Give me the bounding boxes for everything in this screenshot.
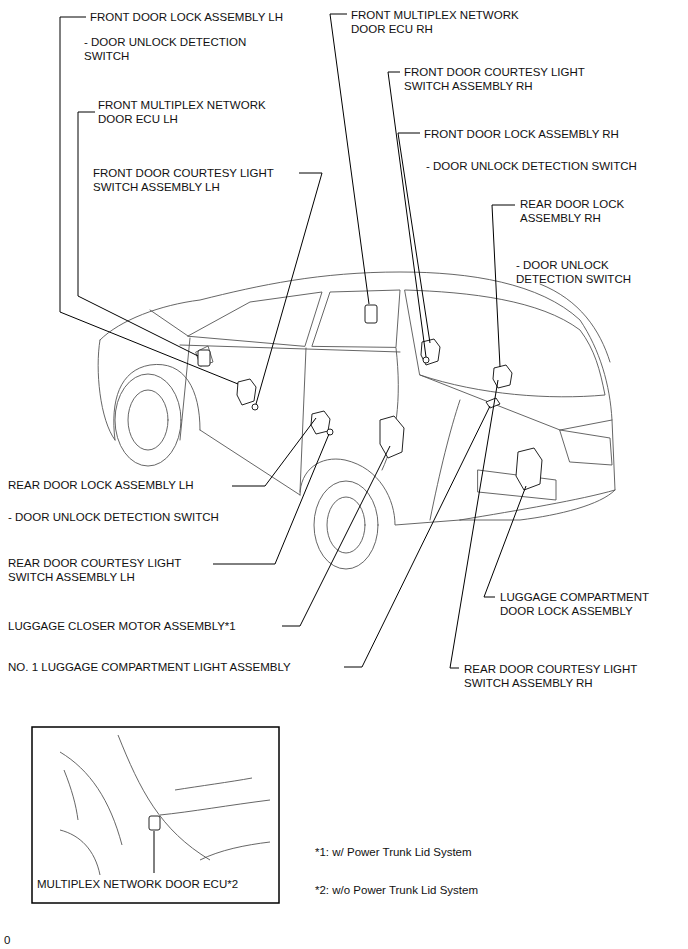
car-body [98,272,615,569]
inset-frame [32,727,279,903]
part-label: MULTIPLEX NETWORK DOOR ECU*2 [37,877,272,891]
part-label: REAR DOOR COURTESY LIGHT SWITCH ASSEMBLY… [8,556,203,584]
part-label: REAR DOOR LOCK ASSEMBLY RH [520,197,645,225]
part-label: NO. 1 LUGGAGE COMPARTMENT LIGHT ASSEMBLY [8,660,343,674]
part-label: FRONT MULTIPLEX NETWORK DOOR ECU LH [98,98,283,126]
footnote: *2: w/o Power Trunk Lid System [315,883,615,897]
part-label: LUGGAGE CLOSER MOTOR ASSEMBLY*1 [8,619,283,633]
sub-part-label: - DOOR UNLOCK DETECTION SWITCH [84,35,269,63]
page-marker: 0 [4,933,34,947]
sub-part-label: - DOOR UNLOCK DETECTION SWITCH [8,510,268,524]
sub-part-label: - DOOR UNLOCK DETECTION SWITCH [426,159,676,173]
footnote: *1: w/ Power Trunk Lid System [315,845,615,859]
part-label: REAR DOOR COURTESY LIGHT SWITCH ASSEMBLY… [464,662,659,690]
part-label: FRONT DOOR LOCK ASSEMBLY LH [90,10,350,24]
part-label: FRONT DOOR COURTESY LIGHT SWITCH ASSEMBL… [404,65,604,93]
inset-ecu-symbol [149,816,160,873]
inset-illustration [60,735,270,875]
part-label: FRONT DOOR COURTESY LIGHT SWITCH ASSEMBL… [93,166,293,194]
part-label: FRONT MULTIPLEX NETWORK DOOR ECU RH [351,8,536,36]
part-label: FRONT DOOR LOCK ASSEMBLY RH [424,127,664,141]
leader-lines [60,14,526,668]
sub-part-label: - DOOR UNLOCK DETECTION SWITCH [516,258,646,286]
component-symbols [198,305,542,490]
part-label: LUGGAGE COMPARTMENT DOOR LOCK ASSEMBLY [500,590,670,618]
part-label: REAR DOOR LOCK ASSEMBLY LH [8,478,268,492]
